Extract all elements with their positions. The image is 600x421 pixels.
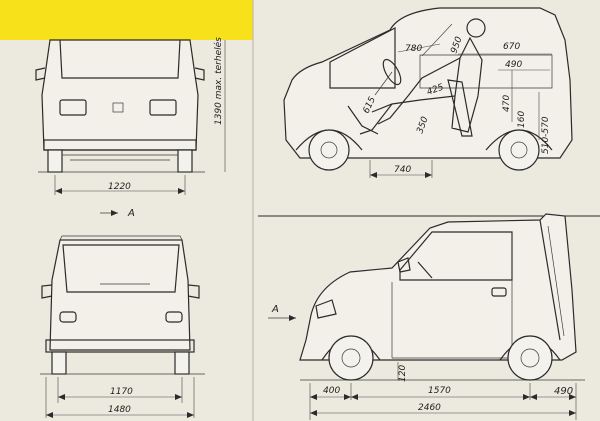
interior-view: 780 950 670 490 425 470 615 350 160 510-…: [283, 7, 573, 178]
dim-160: 160: [517, 111, 527, 128]
dim-470: 470: [502, 95, 512, 112]
dim-740: 740: [394, 165, 411, 175]
side-view: A 120: [268, 213, 585, 420]
dim-510-570: 510-570: [541, 116, 551, 154]
dim-2460: 2460: [418, 403, 441, 413]
side-view-arrow-label: A: [271, 304, 279, 315]
rear-width-label: 1220: [108, 182, 131, 192]
dim-1570: 1570: [428, 386, 451, 396]
dim-490-cargo: 490: [505, 60, 522, 70]
rear-height-label: 1390 max. terhelés: [213, 37, 224, 125]
dim-120: 120: [398, 365, 408, 382]
dim-400: 400: [323, 386, 340, 396]
yellow-corner-patch: [0, 0, 253, 40]
front-view: A 1170 1480: [40, 208, 205, 418]
front-view-arrow-label: A: [127, 208, 135, 219]
dim-670: 670: [503, 42, 520, 52]
front-inner-width-label: 1170: [110, 387, 133, 397]
rear-view: 1220 1390 max. terhelés: [35, 37, 226, 195]
front-outer-width-label: 1480: [108, 405, 131, 415]
dim-490-rear: 490: [554, 386, 573, 397]
dim-780: 780: [405, 44, 422, 54]
